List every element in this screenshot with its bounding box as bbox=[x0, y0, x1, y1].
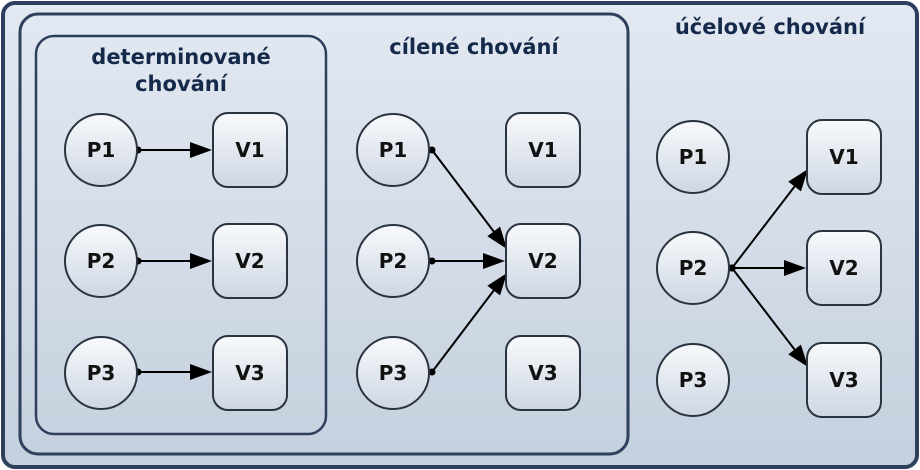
uce-v2-node: V2 bbox=[806, 230, 882, 306]
det-v1-node: V1 bbox=[212, 112, 288, 188]
cil-p3-node: P3 bbox=[356, 336, 430, 410]
determinovane-title: determinované chování bbox=[91, 45, 271, 96]
determinovane-arrowhead-P1-V1 bbox=[190, 142, 212, 158]
ucelove-arrowhead-P2-V3 bbox=[788, 344, 808, 367]
determinovane-arrowhead-P3-V3 bbox=[190, 364, 212, 380]
ucelove-title: účelové chování bbox=[674, 15, 866, 39]
ucelove-edge-P2-V1 bbox=[731, 185, 796, 269]
cil-v3-node: V3 bbox=[505, 335, 581, 411]
ucelove-arrowhead-P2-V2 bbox=[784, 260, 806, 276]
uce-v3-node: V3 bbox=[806, 342, 882, 418]
cil-p1-node: P1 bbox=[356, 113, 430, 187]
cilene-edge-origin-P1-V2 bbox=[428, 146, 436, 154]
cil-v2-node: V2 bbox=[505, 223, 581, 299]
det-p1-node: P1 bbox=[64, 113, 138, 187]
det-p3-node: P3 bbox=[64, 336, 138, 410]
uce-p3-node: P3 bbox=[656, 343, 730, 417]
cilene-edge-P1-V2 bbox=[431, 149, 495, 233]
det-v2-node: V2 bbox=[212, 223, 288, 299]
ucelove-edge-origin-P2-V3 bbox=[728, 264, 736, 272]
uce-p1-node: P1 bbox=[656, 120, 730, 194]
cilene-arrowhead-P2-V2 bbox=[483, 253, 505, 269]
cilene-arrowhead-P3-V2 bbox=[487, 273, 507, 296]
cilene-edge-P3-V2 bbox=[431, 289, 495, 373]
ucelove-edge-P2-V3 bbox=[731, 267, 796, 351]
uce-p2-node: P2 bbox=[656, 231, 730, 305]
cil-v1-node: V1 bbox=[505, 112, 581, 188]
cilene-title: cílené chování bbox=[389, 35, 559, 59]
cil-p2-node: P2 bbox=[356, 224, 430, 298]
determinovane-frame bbox=[34, 34, 328, 436]
cilene-edge-origin-P3-V2 bbox=[428, 368, 436, 376]
cilene-arrowhead-P1-V2 bbox=[487, 226, 507, 249]
det-v3-node: V3 bbox=[212, 335, 288, 411]
ucelove-arrowhead-P2-V1 bbox=[788, 169, 808, 192]
determinovane-arrowhead-P2-V2 bbox=[190, 253, 212, 269]
uce-v1-node: V1 bbox=[806, 119, 882, 195]
cilene-frame bbox=[18, 12, 630, 456]
det-p2-node: P2 bbox=[64, 224, 138, 298]
cilene-edge-origin-P2-V2 bbox=[428, 257, 436, 265]
